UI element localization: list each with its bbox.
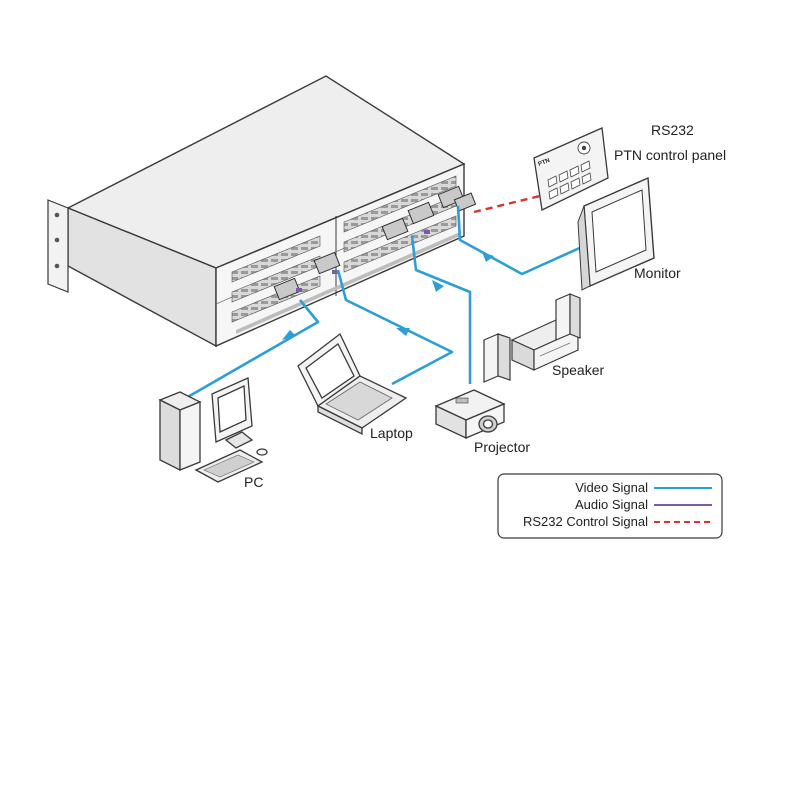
label-projector: Projector xyxy=(474,439,530,455)
cable-projector xyxy=(410,235,472,384)
cable-laptop xyxy=(336,269,454,386)
ptn-control-panel: PTN xyxy=(533,127,609,211)
label-speaker: Speaker xyxy=(552,362,604,378)
pc-device xyxy=(158,377,268,483)
legend-rs232-label: RS232 Control Signal xyxy=(523,514,648,529)
input-ports-left-bank xyxy=(231,235,321,323)
legend-audio-label: Audio Signal xyxy=(575,497,648,512)
matrix-switcher-chassis xyxy=(47,75,477,348)
monitor-device xyxy=(577,176,655,291)
label-laptop: Laptop xyxy=(370,425,413,441)
cable-rs232 xyxy=(473,194,541,214)
panel-buttons xyxy=(547,160,592,200)
laptop-device xyxy=(297,332,408,436)
legend-video-label: Video Signal xyxy=(575,480,648,495)
plugged-connectors xyxy=(273,185,477,301)
projector-device xyxy=(434,389,506,440)
label-pc: PC xyxy=(244,474,263,490)
cable-pc xyxy=(185,299,320,400)
cable-monitor xyxy=(456,205,585,276)
label-monitor: Monitor xyxy=(634,265,681,281)
video-signal-cables xyxy=(185,205,585,400)
label-ptn-control-panel: PTN control panel xyxy=(614,147,726,163)
signal-legend: Video Signal Audio Signal RS232 Control … xyxy=(497,473,723,539)
device-labels: RS232 PTN control panel Monitor Speaker … xyxy=(244,122,726,490)
panel-brand-logo: PTN xyxy=(538,158,551,168)
label-rs232: RS232 xyxy=(651,122,694,138)
speaker-system xyxy=(483,293,581,383)
signal-arrows xyxy=(282,252,494,340)
